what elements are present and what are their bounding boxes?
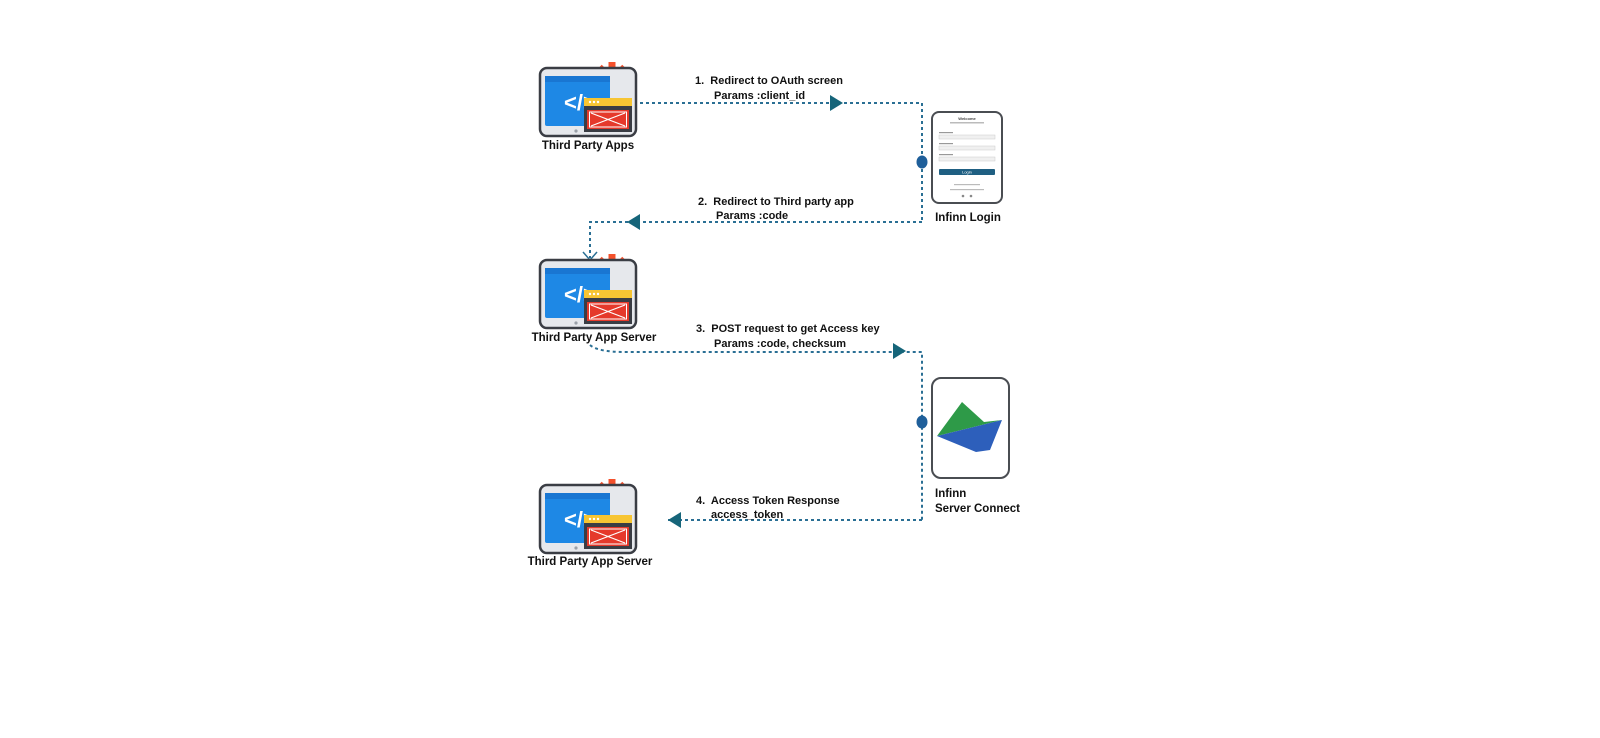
- connector-step3: [589, 344, 923, 520]
- login-phone-icon: Welcome Login: [931, 111, 1003, 204]
- node-label-infinn-login: Infinn Login: [935, 212, 1001, 224]
- infinn-logo-icon: [931, 377, 1010, 479]
- step-4-label: 4. Access Token Response access_token: [696, 495, 840, 521]
- app-server-icon: [538, 477, 638, 555]
- step-2-label: 2. Redirect to Third party app Params :c…: [698, 196, 854, 222]
- step-1-title: 1. Redirect to OAuth screen: [695, 75, 843, 87]
- arrowheads: [627, 95, 906, 528]
- step-3-title: 3. POST request to get Access key: [696, 323, 880, 335]
- step-2-title: 2. Redirect to Third party app: [698, 196, 854, 208]
- step-3-label: 3. POST request to get Access key Params…: [696, 323, 880, 350]
- node-label-server-connect: Server Connect: [935, 503, 1020, 515]
- step-4-params: access_token: [711, 509, 783, 521]
- step-4-title: 4. Access Token Response: [696, 495, 840, 507]
- arrowhead-step4: [668, 512, 681, 528]
- junction-dot-server: [916, 415, 928, 429]
- login-form-button: [939, 169, 995, 175]
- arrowhead-step3: [893, 343, 906, 359]
- step-2-params: Params :code: [716, 210, 788, 222]
- login-form-title: Welcome: [958, 116, 976, 121]
- node-label-app-server-2: Third Party App Server: [528, 556, 653, 568]
- arrowhead-step2: [627, 214, 640, 230]
- step-1-label: 1. Redirect to OAuth screen Params :clie…: [695, 75, 843, 102]
- connector-step2: [589, 221, 922, 258]
- junction-dot-login: [916, 155, 928, 169]
- arrowhead-step1: [830, 95, 843, 111]
- node-label-app-server-1: Third Party App Server: [532, 332, 657, 344]
- node-label-third-party-apps: Third Party Apps: [542, 140, 634, 152]
- step-3-params: Params :code, checksum: [714, 338, 846, 350]
- connector-lines: [589, 102, 923, 521]
- node-label-infinn: Infinn: [935, 488, 966, 500]
- connector-step1: [634, 102, 923, 222]
- app-server-icon: [538, 60, 638, 138]
- step-1-params: Params :client_id: [714, 90, 805, 102]
- login-form-button-label: Login: [962, 170, 972, 175]
- app-server-icon: [538, 252, 638, 330]
